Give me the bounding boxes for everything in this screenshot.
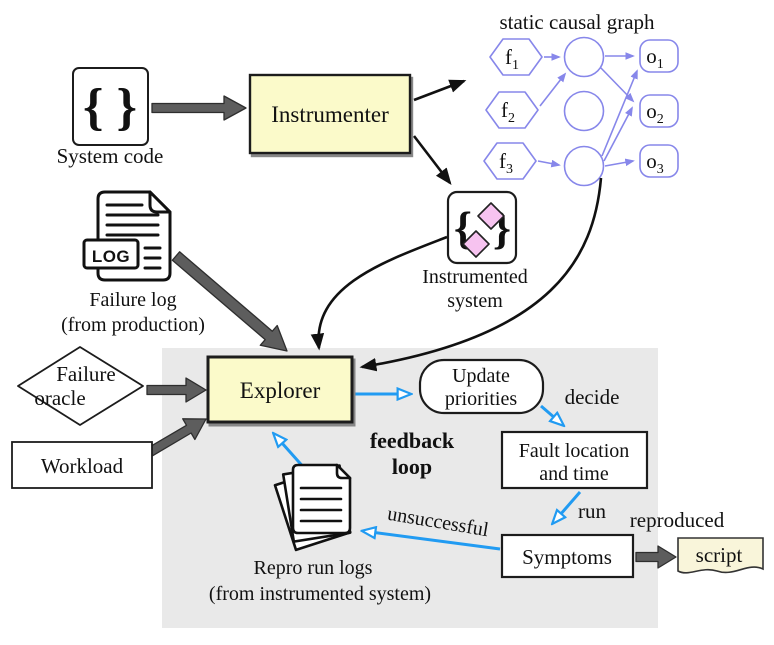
fault-location-box xyxy=(500,430,649,490)
failure-log-label-line1: Failure log xyxy=(89,289,176,311)
causal-graph-title: static causal graph xyxy=(499,10,655,34)
repro-logs-label-line1: Repro run logs xyxy=(254,557,373,579)
failure-oracle-diamond xyxy=(17,346,144,426)
edge-f2-c1 xyxy=(539,72,567,107)
edge-f3-c3 xyxy=(537,159,561,168)
hidden-node-2 xyxy=(563,90,605,132)
stacked-documents-icon xyxy=(273,463,352,552)
arrow-symptoms-to-repro-logs xyxy=(363,531,501,551)
edge-c3-o2 xyxy=(603,106,633,162)
reproduced-label: reproduced xyxy=(630,508,725,532)
system-code-label: System code xyxy=(57,144,164,168)
output-node-o1 xyxy=(639,39,679,73)
update-priorities-label-line1: Update xyxy=(452,365,510,387)
instrumented-system-label-line1: Instrumented xyxy=(422,266,528,288)
feedback-loop-label-line2: loop xyxy=(392,454,432,479)
explorer-label: Explorer xyxy=(240,378,321,403)
instrumenter-box xyxy=(248,73,412,155)
update-priorities-label-line2: priorities xyxy=(445,388,517,410)
factor-node-f3 xyxy=(483,142,537,180)
arrow-workload-to-explorer xyxy=(147,418,207,457)
edge-c3-o1 xyxy=(601,69,638,157)
arrow-fault-to-symptoms xyxy=(553,491,582,523)
decide-label: decide xyxy=(565,385,620,409)
arrow-instrumenter-to-instrumented-system xyxy=(412,135,452,186)
output-label-o1: o1 xyxy=(646,44,664,72)
feedback-loop-label-line1: feedback xyxy=(370,428,455,453)
edge-c1-o2 xyxy=(599,66,635,103)
instrumented-system-label-line2: system xyxy=(447,290,503,312)
output-node-o2 xyxy=(639,94,679,128)
failure-log-label-line2: (from production) xyxy=(61,314,205,336)
instrumenter-label: Instrumenter xyxy=(271,102,389,127)
system-code-box xyxy=(72,67,149,146)
hidden-node-3 xyxy=(563,145,605,187)
hidden-node-1 xyxy=(563,36,605,78)
arrow-instrumented-system-to-explorer xyxy=(310,235,448,351)
script-note-shape xyxy=(677,537,764,574)
factor-label-f2: f2 xyxy=(501,98,515,126)
log-document-icon: LOG xyxy=(82,190,172,282)
log-badge xyxy=(82,238,140,270)
symptoms-box xyxy=(500,533,635,579)
probe-diamond-icon-2 xyxy=(462,230,490,258)
arrow-update-priorities-to-fault xyxy=(540,404,563,425)
factor-node-f2 xyxy=(485,91,539,129)
arrow-graph-to-explorer xyxy=(359,177,603,372)
explorer-box xyxy=(206,355,354,424)
braces-icon: { } xyxy=(83,79,137,136)
log-badge-text: LOG xyxy=(92,247,130,266)
factor-label-f1: f1 xyxy=(505,45,519,73)
output-node-o3 xyxy=(639,144,679,178)
failure-oracle-label-line1: Failure xyxy=(56,362,115,386)
run-label: run xyxy=(578,499,606,523)
workload-label: Workload xyxy=(41,454,124,478)
arrow-symptoms-to-script xyxy=(635,545,677,569)
arrow-failure-log-to-explorer xyxy=(171,251,288,352)
factor-node-f1 xyxy=(489,38,543,76)
arrow-failure-oracle-to-explorer xyxy=(146,377,207,403)
arrow-system-code-to-instrumenter xyxy=(151,95,247,121)
probe-diamond-icon-1 xyxy=(477,202,505,230)
output-label-o3: o3 xyxy=(646,149,664,177)
workload-box xyxy=(11,441,153,489)
fault-location-label-line1: Fault location xyxy=(519,440,630,462)
symptoms-label: Symptoms xyxy=(522,545,612,569)
repro-logs-label-line2: (from instrumented system) xyxy=(209,583,431,605)
failure-oracle-label-line2: oracle xyxy=(34,386,85,410)
causal-graph-edges xyxy=(537,52,638,168)
factor-label-f3: f3 xyxy=(499,149,513,177)
arrow-instrumenter-to-graph xyxy=(413,79,467,102)
output-label-o2: o2 xyxy=(646,99,664,127)
update-priorities-box xyxy=(418,358,545,415)
script-label: script xyxy=(696,543,743,567)
fault-location-label-line2: and time xyxy=(539,463,609,485)
edge-c3-o3 xyxy=(604,158,635,167)
